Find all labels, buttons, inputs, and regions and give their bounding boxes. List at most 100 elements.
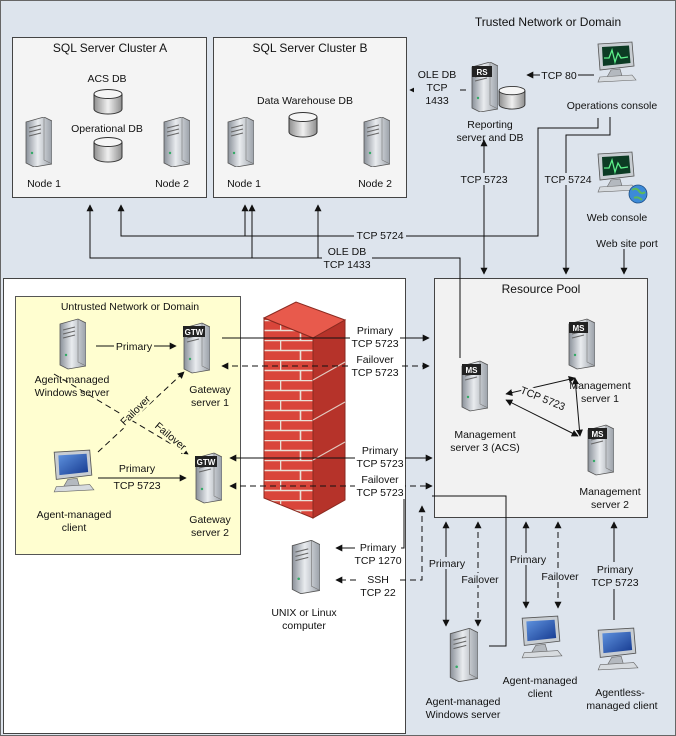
gw1-badge-text: GTW [185,328,204,337]
agentless-primary-label-1: Primary [597,564,634,576]
agent-client-trusted-label-2: client [528,688,553,700]
reporting-badge-text: RS [476,68,488,77]
oledb-top-label-2: TCP [427,82,448,94]
sql-cluster-a-title: SQL Server Cluster A [53,41,167,55]
tcp80-label: TCP 80 [541,70,577,82]
sql-cluster-b-title: SQL Server Cluster B [253,41,368,55]
reporting-label-1: Reporting [467,119,513,131]
reporting-label-2: server and DB [456,132,523,144]
ms2-label-1: Management [579,486,640,498]
gw1-label-1: Gateway [189,384,231,396]
agent-win-untrusted-icon [59,318,86,370]
ops-to-pool-arrow [562,117,611,275]
reporting-tcp5723-label: TCP 5723 [460,174,507,186]
oledb-mid-label-2: TCP 1433 [323,259,370,271]
unix-label-2: computer [282,620,326,632]
dw-db-label: Data Warehouse DB [257,95,353,107]
gw2-primary-label-1: Primary [362,445,399,457]
gw1-primary-label-1: Primary [357,325,394,337]
oledb-top-label-1: OLE DB [418,69,457,81]
acs-db-icon [93,89,123,115]
agentless-primary-label-2: TCP 5723 [591,577,638,589]
agent-win-return-line [432,495,507,647]
agent-failover-gw2-arrow [53,373,189,455]
operations-console-label: Operations console [567,100,658,112]
agent-win-trusted-icon [449,628,478,682]
ms3-ms1-arrow [505,376,576,396]
gw2-primary-label-2: TCP 5723 [356,458,403,470]
unix-server-icon [291,540,320,594]
bottom-failover-2-label: Failover [541,571,579,583]
bottom-primary-1-label: Primary [429,558,466,570]
acs-db-label: ACS DB [87,73,126,85]
gw1-primary-label-2: TCP 5723 [351,338,398,350]
ms1-badge-text: MS [573,324,586,333]
unix-ssh-label-1: SSH [367,574,389,586]
agent-client-untrusted-label-2: client [62,522,87,534]
gw2-label-1: Gateway [189,514,231,526]
node2-a-server-icon [163,117,190,167]
ms2-label-2: server 2 [591,499,629,511]
gw1-badge [183,326,205,337]
ms2-badge [588,428,607,439]
web-console-label: Web console [587,212,648,224]
reporting-db-icon [498,86,526,110]
ms3-badge-text: MS [466,366,479,375]
node1-a-server-icon [25,117,52,167]
client-primary-label-2: TCP 5723 [113,480,160,492]
tcp5724-cluster-path [117,118,599,237]
node1-a-label: Node 1 [27,178,61,190]
unix-primary-label-2: TCP 1270 [354,555,401,567]
gw2-label-2: server 2 [191,527,229,539]
node1-b-label: Node 1 [227,178,261,190]
agent-client-trusted-label-1: Agent-managed [503,675,578,687]
agent-win-untrusted-label-2: Windows server [35,387,110,399]
gw2-badge-text: GTW [197,458,216,467]
node1-b-server-icon [227,117,254,167]
agent-win-trusted-label-1: Agent-managed [426,696,501,708]
ms1-badge [569,322,588,333]
agent-win-trusted-label-2: Windows server [426,709,501,721]
gw2-badge [195,456,217,467]
ms1-label-2: server 1 [581,393,619,405]
agent-primary-label: Primary [116,341,153,353]
node2-b-server-icon [363,117,390,167]
untrusted-network-title: Untrusted Network or Domain [61,301,199,313]
oledb-top-label-3: 1433 [425,95,449,107]
dw-db-icon [288,112,318,138]
agent-client-untrusted-label-1: Agent-managed [37,509,112,521]
bottom-primary-2-label: Primary [510,554,547,566]
node2-a-label: Node 2 [155,178,189,190]
ops-tcp5724-label: TCP 5724 [544,174,591,186]
unix-primary-label-1: Primary [360,542,397,554]
agent-win-untrusted-label-1: Agent-managed [35,374,110,386]
ms3-ms2-arrow [505,399,579,437]
bottom-failover-1-label: Failover [461,574,499,586]
unix-label-1: UNIX or Linux [271,607,337,619]
ms1-label-1: Management [569,380,630,392]
ms3-label-2: server 3 (ACS) [450,442,519,454]
node2-b-label: Node 2 [358,178,392,190]
gw2-failover-label-2: TCP 5723 [356,487,403,499]
unix-ssh-label-2: TCP 22 [360,587,396,599]
reporting-badge [472,66,492,77]
trusted-network-title: Trusted Network or Domain [475,15,621,29]
ms3-label-1: Management [454,429,515,441]
oledb-cluster-path [86,204,461,358]
operational-db-icon [93,137,123,163]
operational-db-label: Operational DB [71,123,143,135]
agentless-client-label-1: Agentless- [595,687,645,699]
gw1-label-2: server 1 [191,397,229,409]
agentless-client-label-2: managed client [586,700,657,712]
ms2-badge-text: MS [592,430,605,439]
oledb-mid-label-1: OLE DB [328,246,367,258]
gw1-failover-label-2: TCP 5723 [351,367,398,379]
cluster-tcp5724-label: TCP 5724 [356,230,403,242]
client-primary-label-1: Primary [119,463,156,475]
resource-pool-title: Resource Pool [502,282,581,296]
ms3-badge [462,364,481,375]
website-port-label: Web site port [596,238,658,250]
ms1-ms2-arrow [572,377,583,437]
